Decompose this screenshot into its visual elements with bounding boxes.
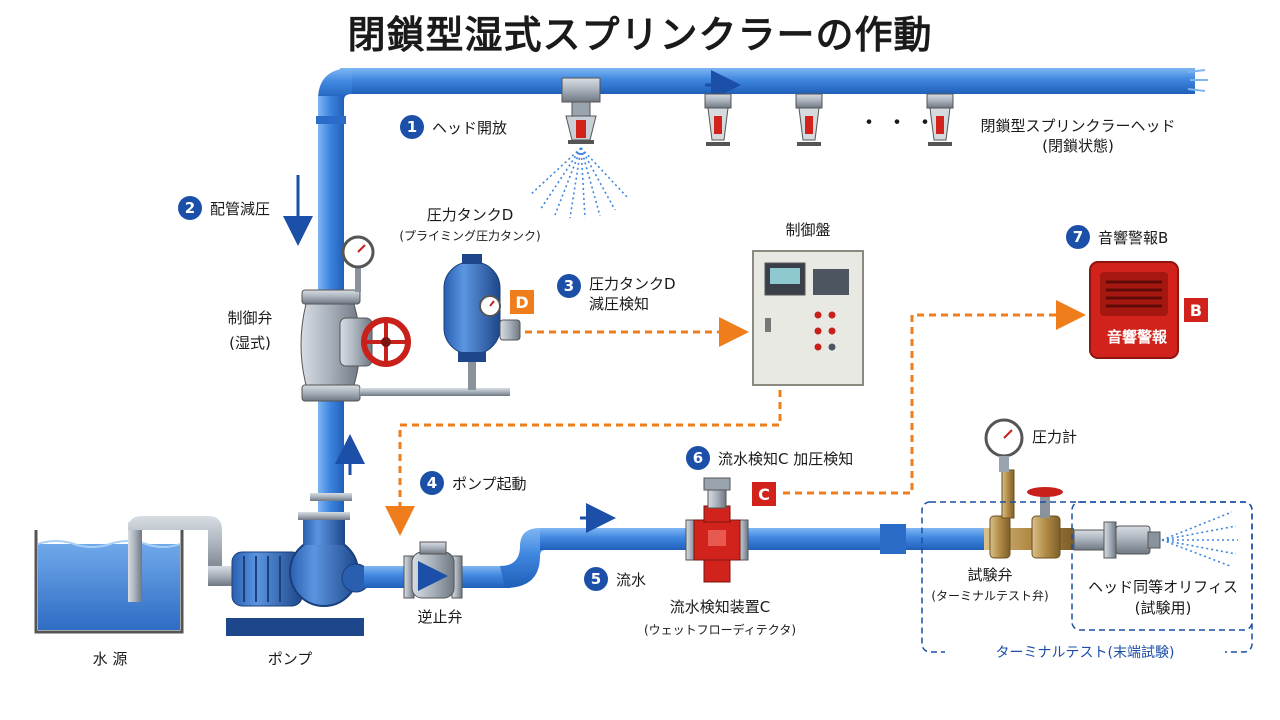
signal-line-c-to-alarm [783, 300, 1086, 495]
step-2: 2 配管減圧 [178, 196, 270, 220]
test-orifice [1073, 511, 1238, 567]
control-valve [300, 235, 411, 402]
step-5: 5 流水 [584, 567, 646, 591]
tank-branch-pipe [360, 360, 510, 396]
step-4-label: ポンプ起動 [452, 474, 527, 493]
orifice-sub-label: (試験用) [1134, 599, 1192, 617]
check-valve [403, 541, 463, 599]
alarm-panel-text: 音響警報 [1106, 328, 1167, 346]
step-6-number: 6 [686, 446, 710, 470]
step-6: 6 流水検知C 加圧検知 [686, 446, 853, 470]
control-valve-sub-label: (湿式) [229, 334, 271, 352]
page-title: 閉鎖型湿式スプリンクラーの作動 [347, 13, 933, 57]
step-2-label: 配管減圧 [210, 199, 271, 218]
terminal-test-box [921, 501, 1253, 653]
step-4: 4 ポンプ起動 [420, 471, 527, 495]
step-4-number: 4 [420, 471, 444, 495]
step-7-label: 音響警報B [1098, 228, 1169, 247]
water-source-label: 水 源 [92, 650, 128, 668]
step-5-label: 流水 [616, 570, 647, 589]
control-panel-label: 制御盤 [785, 221, 831, 239]
flow-detector [685, 477, 749, 583]
discharge-pipe [364, 524, 984, 588]
suction-pipe [128, 516, 238, 602]
step-3-number: 3 [557, 274, 581, 298]
closed-head-label: 閉鎖型スプリンクラーヘッド [980, 117, 1176, 135]
test-valve [984, 418, 1074, 559]
signal-line-panel-to-pump [385, 390, 782, 536]
step-7-number: 7 [1066, 225, 1090, 249]
step-7: 7 音響警報B [1066, 225, 1168, 249]
tag-b-badge: B [1184, 298, 1208, 322]
flow-device-sub-label: (ウェットフローディテクタ) [643, 623, 797, 637]
step-1: 1 ヘッド開放 [400, 115, 507, 139]
tank-name-label: 圧力タンクD [426, 206, 514, 224]
step-1-number: 1 [400, 115, 424, 139]
closed-head-state-label: (閉鎖状態) [1042, 137, 1114, 155]
pressure-gauge-label: 圧力計 [1032, 428, 1078, 446]
pump [226, 512, 371, 636]
step-3-label-2: 減圧検知 [589, 295, 650, 313]
tank-sub-label: (プライミング圧力タンク) [399, 229, 541, 243]
orifice-label: ヘッド同等オリフィス [1088, 578, 1238, 596]
control-valve-label: 制御弁 [227, 309, 273, 327]
step-1-label: ヘッド開放 [432, 118, 508, 137]
test-valve-sub-label: (ターミナルテスト弁) [931, 589, 1049, 603]
terminal-test-label: ターミナルテスト(末端試験) [945, 642, 1225, 662]
flow-device-label: 流水検知装置C [669, 598, 771, 616]
step-3-label: 圧力タンクD [589, 275, 676, 293]
closed-head-1 [704, 93, 732, 146]
tag-d-badge: D [510, 290, 534, 314]
main-pipe-top [318, 68, 1208, 100]
open-sprinkler-head [529, 77, 629, 219]
pressure-tank [443, 254, 521, 362]
closed-head-3 [926, 93, 954, 146]
step-5-number: 5 [584, 567, 608, 591]
step-6-label: 流水検知C 加圧検知 [718, 449, 854, 468]
check-valve-label: 逆止弁 [417, 608, 463, 626]
control-panel [752, 250, 864, 386]
more-heads-dots: ・・・ [858, 111, 943, 136]
pump-label: ポンプ [267, 650, 313, 668]
closed-head-2 [795, 93, 823, 146]
step-3: 3 圧力タンクD 減圧検知 [557, 274, 676, 314]
tag-c-badge: C [752, 482, 776, 506]
step-2-number: 2 [178, 196, 202, 220]
test-valve-label: 試験弁 [967, 566, 1013, 584]
water-tank [34, 530, 184, 634]
alarm-bell [1089, 261, 1179, 359]
